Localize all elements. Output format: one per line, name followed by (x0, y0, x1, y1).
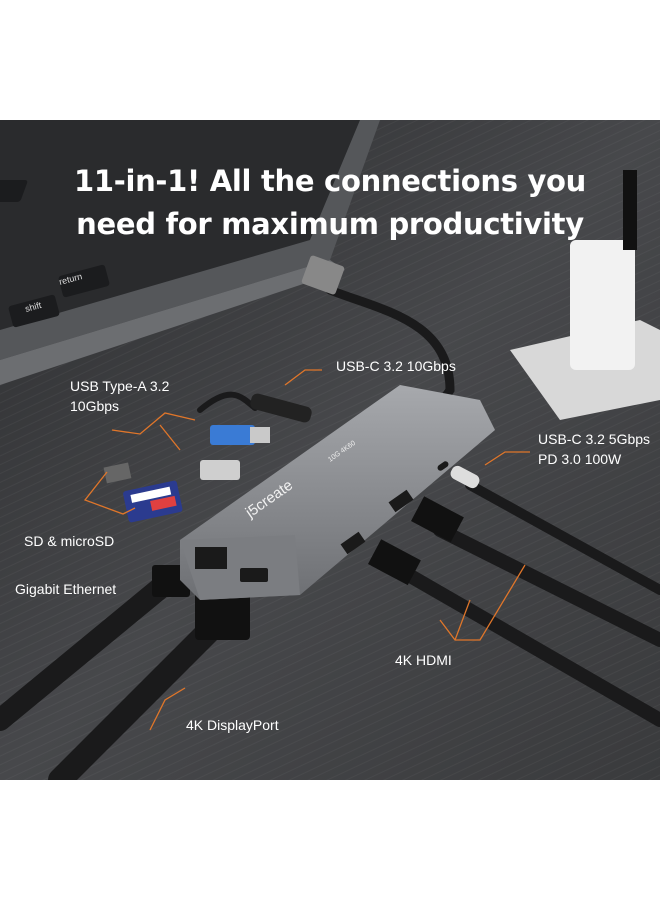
headline-line-1: 11-in-1! All the connections you (73, 164, 587, 198)
label-usb-c-5gbps-line2: PD 3.0 100W (538, 451, 622, 467)
laptop: return shift (0, 120, 380, 385)
label-usb-a-line2: 10Gbps (70, 398, 120, 414)
usb-c-port (437, 461, 449, 471)
ethernet-port (195, 547, 227, 569)
hdmi-port-1 (340, 531, 366, 555)
headline-line-2: need for maximum productivity (76, 207, 584, 241)
hdmi-port-2 (388, 489, 414, 513)
sd-card (123, 480, 183, 523)
usb-c-plug (250, 393, 312, 423)
pd-cable (465, 480, 660, 595)
displayport-cable (48, 618, 222, 780)
usb-a-blue-plug (210, 425, 255, 445)
label-4k-displayport: 4K DisplayPort (186, 717, 279, 733)
hdmi-cable-2 (393, 563, 660, 727)
label-usb-c-5gbps-line1: USB-C 3.2 5Gbps (538, 431, 651, 447)
label-usb-c-10gbps: USB-C 3.2 10Gbps (336, 358, 456, 374)
hdmi-cable-1 (433, 523, 660, 647)
microsd-card (103, 462, 132, 484)
host-usb-c-cable (325, 285, 455, 425)
product-photo: return shift (0, 120, 660, 780)
usb-c-pd-plug (450, 465, 480, 489)
displayport-port (240, 568, 268, 582)
label-4k-hdmi: 4K HDMI (395, 652, 452, 668)
shift-key-label: shift (24, 300, 43, 314)
hdmi-plug-2 (368, 539, 421, 586)
label-gigabit-ethernet: Gigabit Ethernet (15, 581, 117, 597)
usb-c-hub: j5create 10G 4K60 (180, 385, 495, 600)
label-usb-a-line1: USB Type-A 3.2 (70, 378, 170, 394)
power-adapter (510, 170, 660, 420)
ethernet-cable (0, 569, 181, 731)
usb-a-plug (200, 460, 240, 480)
callout-lines (83, 369, 530, 731)
usb-c-host-plug (301, 255, 345, 295)
label-sd-microsd: SD & microSD (24, 533, 115, 549)
hdmi-plug-1 (411, 496, 464, 543)
